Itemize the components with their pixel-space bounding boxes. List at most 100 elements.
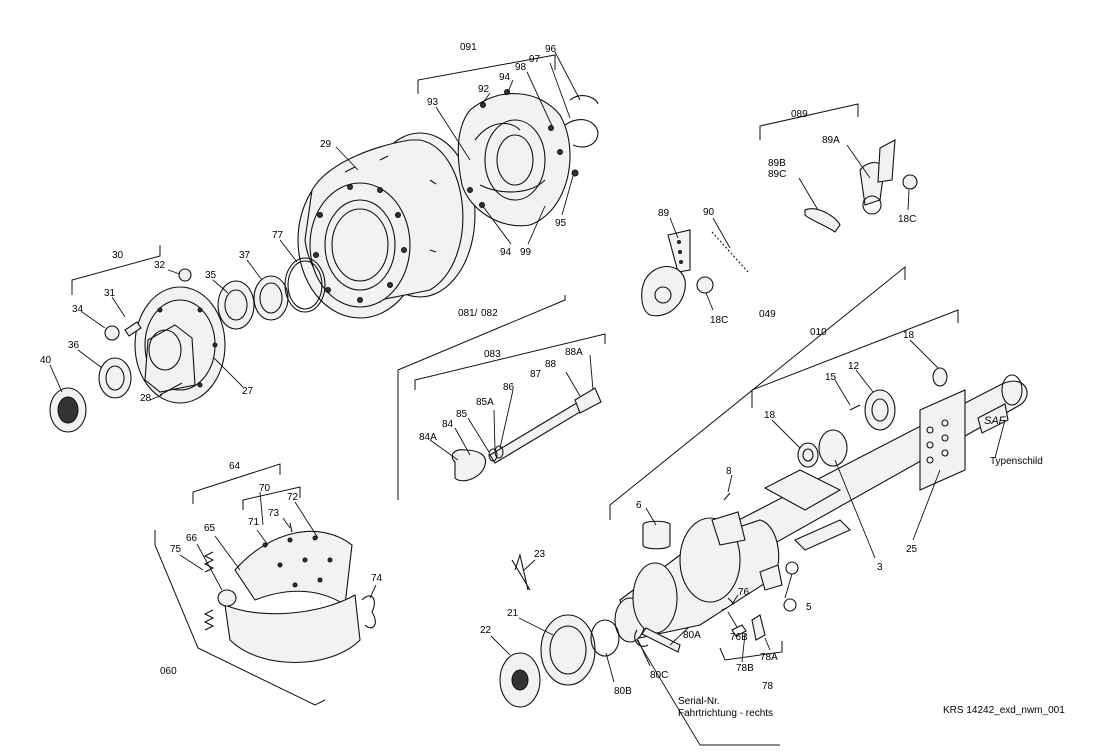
hub-assembly [49, 257, 326, 433]
label-089: 089 [791, 109, 808, 120]
leader-serial [624, 619, 780, 746]
drawing-reference: KRS 14242_exd_nwm_001 [943, 705, 1065, 716]
brake-drum [297, 132, 476, 319]
label-082: 082 [481, 308, 498, 319]
label-37: 37 [239, 250, 251, 261]
label-92: 92 [478, 84, 490, 95]
label-89A: 89A [822, 135, 840, 146]
label-85A: 85A [476, 397, 494, 408]
label-84: 84 [442, 419, 454, 430]
camshaft [451, 387, 602, 482]
label-84A: 84A [419, 432, 437, 443]
misc-parts [499, 552, 766, 708]
label-18-left: 18 [764, 410, 776, 421]
part-labels: 091 96 97 98 94 92 93 29 95 94 99 089 89… [40, 42, 918, 697]
bracket-70 [242, 486, 301, 510]
label-80A: 80A [683, 630, 701, 641]
label-89B: 89B [768, 158, 786, 169]
bracket-049 [609, 265, 906, 520]
group-brackets [71, 54, 959, 746]
bracket-081 [397, 295, 566, 500]
bracket-060 [154, 530, 326, 706]
label-78A: 78A [760, 652, 778, 663]
label-12: 12 [848, 361, 860, 372]
label-89: 89 [658, 208, 670, 219]
bracket-091 [417, 54, 556, 94]
label-86: 86 [503, 382, 515, 393]
leader-lines [49, 51, 1006, 683]
bracket-64 [192, 463, 281, 504]
label-78: 78 [762, 681, 774, 692]
label-71: 71 [248, 517, 260, 528]
label-90: 90 [703, 207, 715, 218]
label-76: 76 [738, 587, 750, 598]
label-27: 27 [242, 386, 254, 397]
label-5: 5 [806, 602, 812, 613]
label-87: 87 [530, 369, 542, 380]
axle-beam [698, 367, 1028, 561]
bracket-30 [71, 245, 161, 295]
label-29: 29 [320, 139, 332, 150]
label-083: 083 [484, 349, 501, 360]
label-77: 77 [272, 230, 284, 241]
label-78B: 78B [736, 663, 754, 674]
label-18-right: 18 [903, 330, 915, 341]
notes: SAF Typenschild Serial-Nr. Fahrtrichtung… [678, 415, 1065, 719]
serial-number-label: Serial-Nr. [678, 696, 720, 707]
bracket-083 [414, 333, 606, 390]
label-99: 99 [520, 247, 532, 258]
label-75: 75 [170, 544, 182, 555]
label-65: 65 [204, 523, 216, 534]
label-94-bottom: 94 [500, 247, 512, 258]
label-70: 70 [259, 483, 271, 494]
typenschild-label: Typenschild [990, 456, 1043, 467]
direction-label: Fahrtrichtung - rechts [678, 708, 773, 719]
bracket-78 [719, 641, 783, 661]
label-74: 74 [371, 573, 383, 584]
label-049: 049 [759, 309, 776, 320]
label-64: 64 [229, 461, 241, 472]
label-36: 36 [68, 340, 80, 351]
backing-plate [457, 89, 599, 227]
label-31: 31 [104, 288, 116, 299]
label-76B: 76B [730, 632, 748, 643]
label-72: 72 [287, 492, 299, 503]
bracket-089 [759, 103, 859, 140]
label-28: 28 [140, 393, 152, 404]
label-23: 23 [534, 549, 546, 560]
label-80B: 80B [614, 686, 632, 697]
label-22: 22 [480, 625, 492, 636]
label-15: 15 [825, 372, 837, 383]
bracket-010 [751, 309, 959, 408]
label-32: 32 [154, 260, 166, 271]
label-6: 6 [636, 500, 642, 511]
brake-shoes [203, 522, 376, 663]
label-40: 40 [40, 355, 52, 366]
label-30: 30 [112, 250, 124, 261]
label-010: 010 [810, 327, 827, 338]
label-96: 96 [545, 44, 557, 55]
label-3: 3 [877, 562, 883, 573]
label-18C-bottom: 18C [710, 315, 728, 326]
label-73: 73 [268, 508, 280, 519]
axle-spindle [614, 492, 799, 643]
label-060: 060 [160, 666, 177, 677]
label-21: 21 [507, 608, 519, 619]
label-25: 25 [906, 544, 918, 555]
label-85: 85 [456, 409, 468, 420]
label-98: 98 [515, 62, 527, 73]
label-35: 35 [205, 270, 217, 281]
label-94-top: 94 [499, 72, 511, 83]
label-88A: 88A [565, 347, 583, 358]
label-88: 88 [545, 359, 557, 370]
label-8: 8 [726, 466, 732, 477]
label-18C-top: 18C [898, 214, 916, 225]
label-97: 97 [529, 54, 541, 65]
label-80C: 80C [650, 670, 668, 681]
label-89C: 89C [768, 169, 786, 180]
label-091: 091 [460, 42, 477, 53]
nameplate-text: SAF [984, 415, 1007, 427]
label-95: 95 [555, 218, 567, 229]
label-66: 66 [186, 533, 198, 544]
